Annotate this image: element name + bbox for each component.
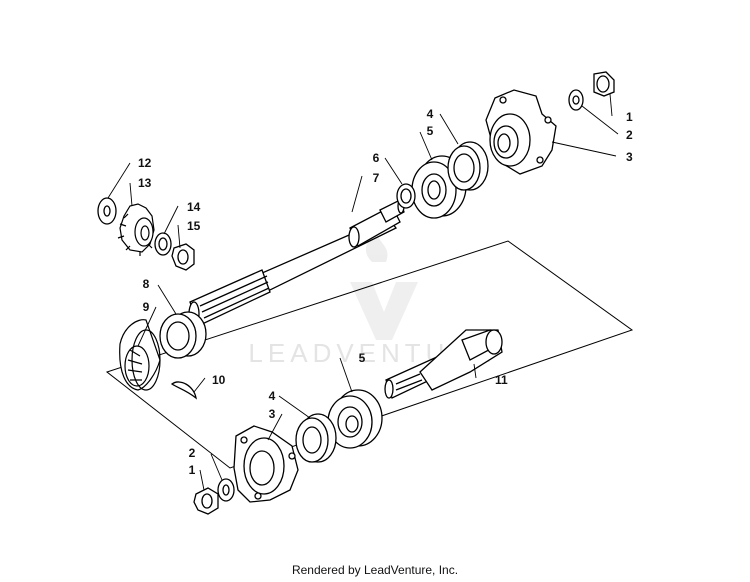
ring-gear-9 — [119, 319, 161, 391]
shaft-11 — [384, 329, 503, 399]
callout-10: 10 — [212, 373, 226, 387]
leadventure-watermark-logo — [350, 230, 418, 340]
lower-washer — [217, 478, 235, 502]
spacer-ring — [396, 183, 416, 209]
callout-lower-3: 3 — [269, 407, 276, 421]
callout-lower-5: 5 — [359, 351, 366, 365]
callout-2: 2 — [626, 128, 633, 142]
callout-11: 11 — [495, 373, 508, 387]
assembly-boundary — [105, 240, 634, 469]
leader-lines — [107, 93, 619, 491]
callout-1: 1 — [626, 110, 633, 124]
callout-15: 15 — [187, 219, 201, 233]
callout-8: 8 — [143, 277, 150, 291]
lower-bearing — [327, 389, 383, 449]
footer-credit: Rendered by LeadVenture, Inc. — [291, 563, 459, 577]
pinion-gear-13 — [117, 203, 155, 256]
callout-3: 3 — [626, 150, 633, 164]
lower-hub-flange — [233, 425, 299, 503]
upper-nut — [593, 71, 615, 97]
callout-4: 4 — [427, 107, 434, 121]
callout-6: 6 — [373, 151, 380, 165]
upper-seal — [447, 141, 489, 191]
snap-ring-10 — [170, 381, 197, 400]
upper-hub-flange — [485, 89, 557, 175]
callout-5: 5 — [427, 124, 434, 138]
nut-15 — [171, 243, 195, 271]
callout-lower-1: 1 — [189, 463, 196, 477]
callout-9: 9 — [143, 300, 150, 314]
callout-7: 7 — [373, 171, 380, 185]
callout-lower-2: 2 — [189, 446, 196, 460]
callout-13: 13 — [138, 176, 152, 190]
lower-seal — [295, 413, 337, 463]
callout-lower-4: 4 — [269, 389, 276, 403]
upper-washer — [568, 89, 584, 111]
callout-12: 12 — [138, 156, 152, 170]
lower-nut — [193, 487, 219, 515]
washer-12 — [97, 197, 117, 225]
bearing-8 — [159, 311, 207, 359]
washer-14 — [154, 232, 172, 256]
callout-14: 14 — [187, 200, 201, 214]
